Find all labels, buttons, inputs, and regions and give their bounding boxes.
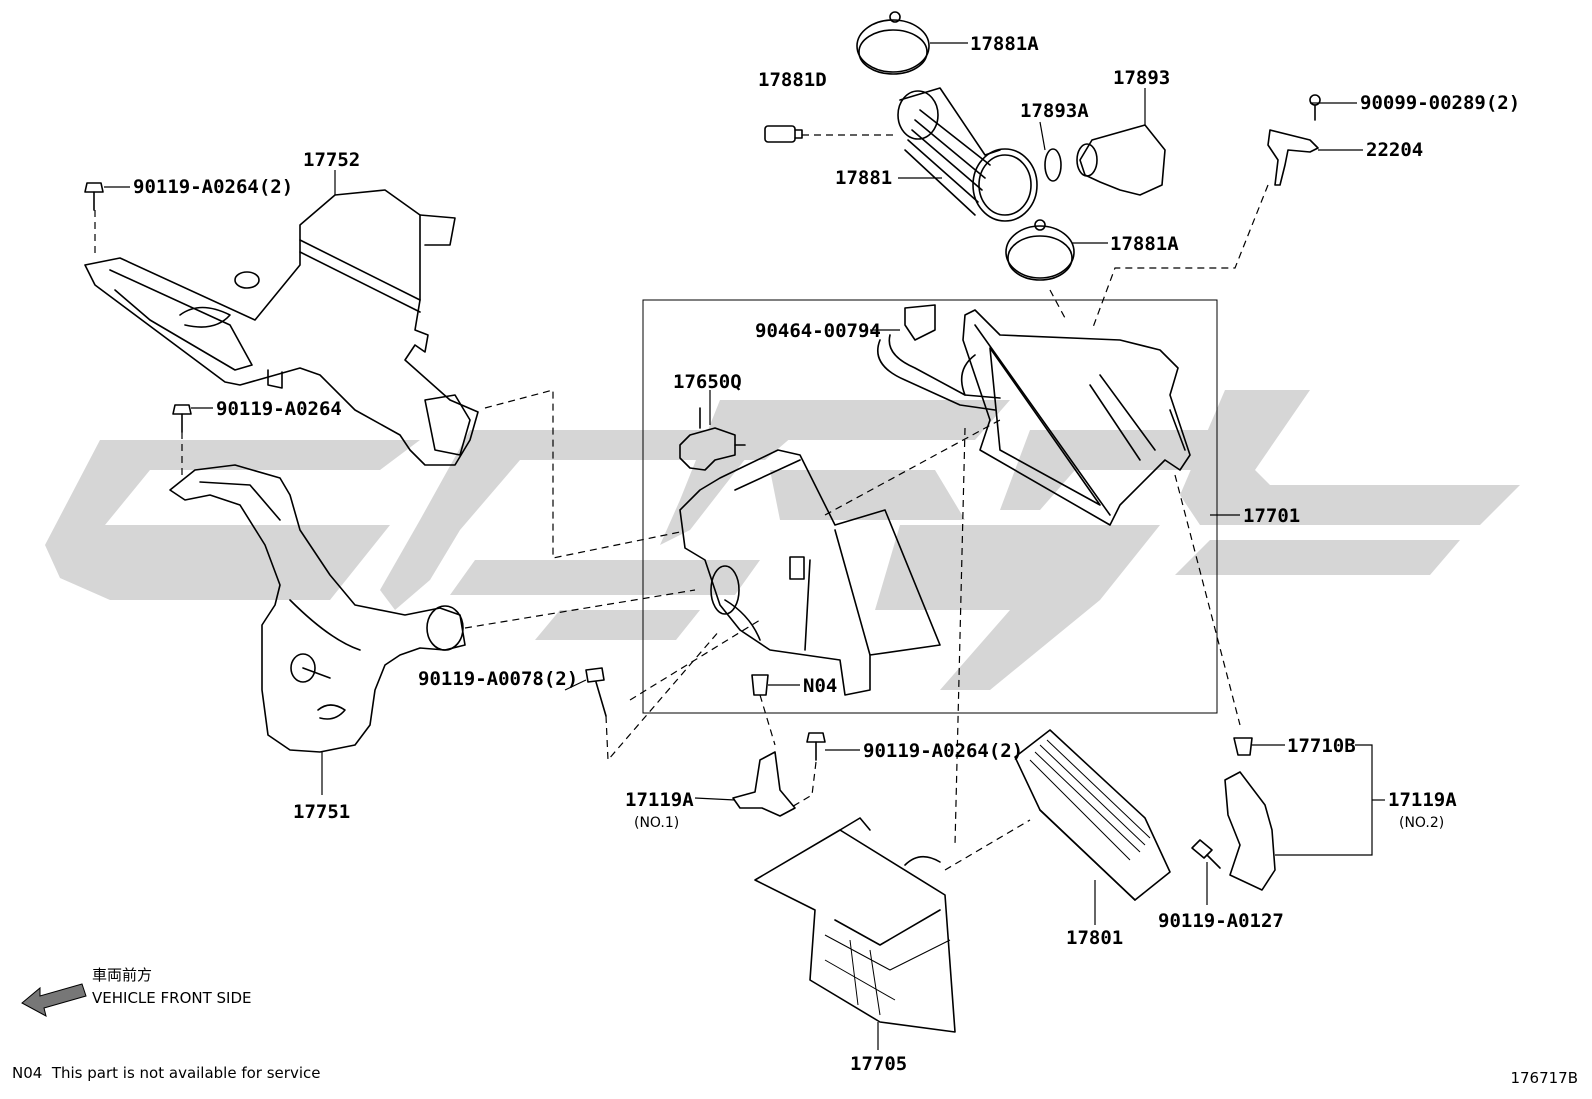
part-17650Q-drawing bbox=[679, 407, 746, 471]
label-17881A-top: 17881A bbox=[970, 33, 1039, 55]
label-17752: 17752 bbox=[303, 149, 360, 171]
label-17650Q: 17650Q bbox=[673, 371, 742, 393]
part-17751-drawing bbox=[169, 464, 466, 753]
part-17119A-no2-drawing bbox=[1224, 771, 1276, 891]
label-17881: 17881 bbox=[835, 167, 892, 189]
label-N04: N04 bbox=[803, 675, 837, 697]
label-17705: 17705 bbox=[850, 1053, 907, 1075]
part-22204-drawing bbox=[1267, 94, 1321, 186]
label-90119-A0264-2-top: 90119-A0264(2) bbox=[133, 176, 293, 198]
part-17119A-no1-drawing bbox=[732, 751, 796, 817]
figure-id: 176717B bbox=[1510, 1069, 1578, 1087]
label-17801: 17801 bbox=[1066, 927, 1123, 949]
direction-arrow-icon bbox=[21, 983, 87, 1017]
part-labels: 17881A 17881D 17893 17893A 90099-00289(2… bbox=[133, 33, 1520, 1075]
part-17881D-drawing bbox=[764, 125, 803, 143]
label-17119A-no2: 17119A bbox=[1388, 789, 1457, 811]
label-17893: 17893 bbox=[1113, 67, 1170, 89]
label-17119A-no1: 17119A bbox=[625, 789, 694, 811]
label-17710B: 17710B bbox=[1287, 735, 1356, 757]
label-90099-00289: 90099-00289(2) bbox=[1360, 92, 1520, 114]
footnote: N04 This part is not available for servi… bbox=[12, 1064, 320, 1082]
bolts-drawing bbox=[84, 182, 1253, 869]
part-90464-drawing bbox=[877, 304, 1001, 411]
part-17701-cover-drawing bbox=[962, 309, 1191, 526]
watermark-logo bbox=[45, 390, 1520, 690]
dashed-connectors bbox=[94, 134, 1269, 871]
label-90119-A0264-2-mid: 90119-A0264(2) bbox=[863, 740, 1023, 762]
label-17119A-no2-sub: (NO.2) bbox=[1399, 815, 1444, 831]
part-17893-drawing bbox=[1044, 124, 1166, 196]
part-17705-drawing bbox=[754, 817, 956, 1033]
label-17119A-no1-sub: (NO.1) bbox=[634, 815, 679, 831]
part-17881-drawing bbox=[897, 87, 1038, 222]
vehicle-front-indicator: 車両前方 VEHICLE FRONT SIDE bbox=[21, 966, 252, 1017]
label-90119-A0127: 90119-A0127 bbox=[1158, 910, 1284, 932]
part-17801-drawing bbox=[1014, 729, 1171, 901]
label-17881A-mid: 17881A bbox=[1110, 233, 1179, 255]
direction-label-en: VEHICLE FRONT SIDE bbox=[92, 989, 252, 1007]
label-17893A: 17893A bbox=[1020, 100, 1089, 122]
label-17701: 17701 bbox=[1243, 505, 1300, 527]
leader-lines bbox=[104, 42, 1385, 1050]
assembly-17701-frame bbox=[642, 299, 1218, 714]
part-17752-drawing bbox=[84, 189, 479, 466]
label-90464-00794: 90464-00794 bbox=[755, 320, 881, 342]
direction-label-jp: 車両前方 bbox=[92, 966, 152, 984]
label-17751: 17751 bbox=[293, 801, 350, 823]
label-17881D: 17881D bbox=[758, 69, 827, 91]
label-90119-A0264: 90119-A0264 bbox=[216, 398, 342, 420]
part-17881A-clamps-drawing bbox=[856, 11, 1075, 281]
label-90119-A0078: 90119-A0078(2) bbox=[418, 668, 578, 690]
label-22204: 22204 bbox=[1366, 139, 1423, 161]
